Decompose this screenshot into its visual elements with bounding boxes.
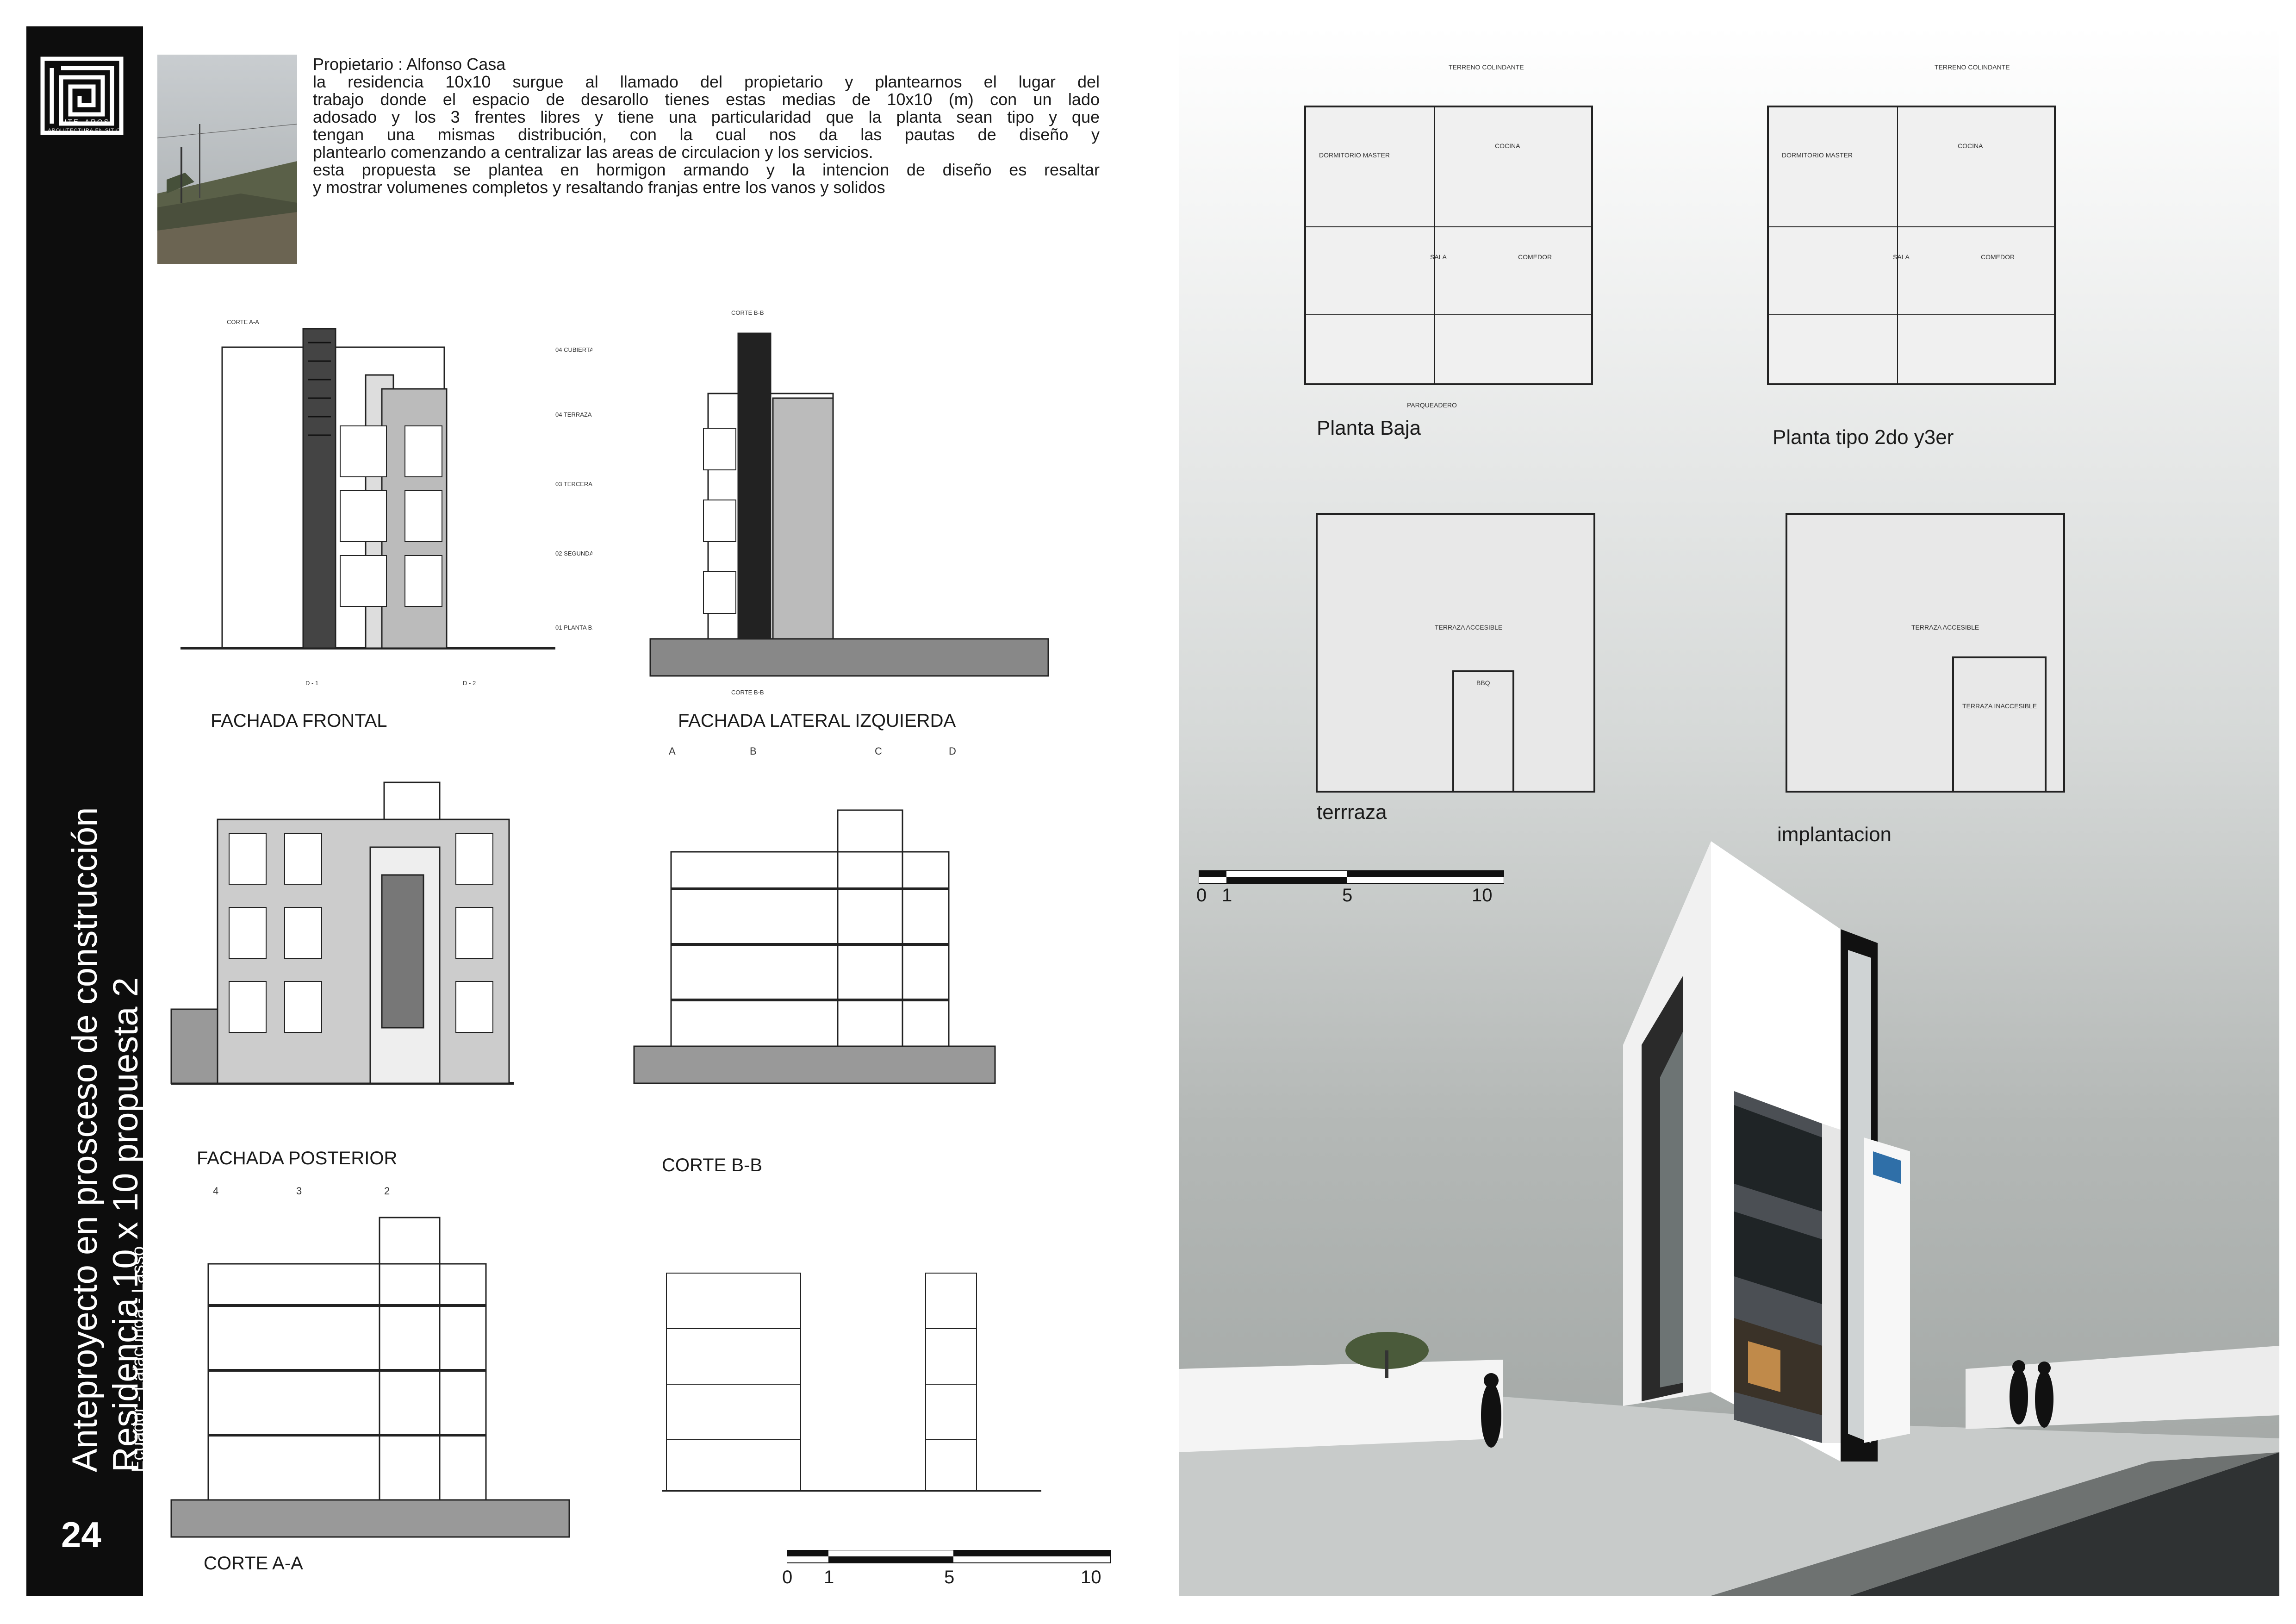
room-sala: SALA bbox=[1893, 253, 1910, 261]
fachada-lateral-label: FACHADA LATERAL IZQUIERDA bbox=[678, 711, 956, 731]
planta-tipo-drawing: TERRENO COLINDANTE DORMITORIO MASTER COC… bbox=[1767, 63, 2056, 385]
fachada-frontal-drawing: 04 CUBIERTA 04 TERRAZA 03 TERCERA PLANTA… bbox=[180, 319, 592, 687]
terraza-inaccesible: TERRAZA INACCESIBLE bbox=[1962, 702, 2037, 710]
implantacion-drawing: TERRAZA ACCESIBLE TERRAZA INACCESIBLE bbox=[1786, 513, 2065, 793]
level-segunda: 02 SEGUNDA PLANTA bbox=[555, 550, 592, 557]
scale-bar-right bbox=[1199, 870, 1504, 884]
scale-right-1: 1 bbox=[1222, 885, 1232, 906]
planta-baja-drawing: TERRENO COLINDANTE DORMITORIO MASTER COC… bbox=[1304, 63, 1593, 409]
logo-subtitle: ARQUITECTURA EN SITIO bbox=[48, 128, 121, 133]
logo-text: SITE_ARQS bbox=[58, 118, 110, 126]
level-terraza: 04 TERRAZA bbox=[555, 411, 592, 418]
planta-baja-label: Planta Baja bbox=[1317, 417, 1421, 439]
description-line: plantearlo comenzando a centralizar las … bbox=[313, 143, 873, 162]
room-comedor: COMEDOR bbox=[1981, 253, 2015, 261]
room-sala: SALA bbox=[1430, 253, 1447, 261]
site-arqs-logo bbox=[40, 56, 124, 135]
axis-3: 3 bbox=[296, 1185, 302, 1197]
room-dormitorio: DORMITORIO MASTER bbox=[1782, 151, 1853, 159]
corte-mark: CORTE B-B bbox=[731, 689, 764, 696]
room-comedor: COMEDOR bbox=[1518, 253, 1552, 261]
scale-left-10: 10 bbox=[1081, 1567, 1101, 1587]
terraza-accesible: TERRAZA ACCESIBLE bbox=[1911, 624, 1979, 631]
terraza-drawing: TERRAZA ACCESIBLE BBQ bbox=[1316, 513, 1595, 793]
description-line: esta propuesta se plantea en hormigon ar… bbox=[313, 160, 1100, 179]
fachada-posterior-drawing bbox=[170, 781, 514, 1085]
owner-line: Propietario : Alfonso Casa bbox=[313, 55, 506, 74]
project-description: Propietario : Alfonso Casa la residencia… bbox=[313, 56, 1100, 196]
scale-right-10: 10 bbox=[1472, 885, 1493, 906]
level-cubierta: 04 CUBIERTA bbox=[555, 346, 592, 353]
corte-aa-drawing: 4 3 2 bbox=[170, 1185, 570, 1538]
description-line: adosado y los 3 frentes libres y tiene u… bbox=[313, 107, 1100, 126]
bbq: BBQ bbox=[1476, 679, 1490, 687]
axis-b: B bbox=[750, 745, 757, 757]
terreno-colindante: TERRENO COLINDANTE bbox=[1449, 63, 1524, 71]
level-baja: 01 PLANTA BAJA bbox=[555, 624, 592, 631]
description-line: la residencia 10x10 surgue al llamado de… bbox=[313, 72, 1100, 91]
axis-a: A bbox=[669, 745, 676, 757]
terraza-accesible: TERRAZA ACCESIBLE bbox=[1435, 624, 1502, 631]
axis-d: D bbox=[949, 745, 956, 757]
room-cocina: COCINA bbox=[1495, 142, 1520, 150]
description-line: y mostrar volumenes completos y resaltan… bbox=[313, 178, 885, 197]
sidebar-title-line1: Anteproyecto en prosceso de construcción bbox=[65, 807, 105, 1472]
terraza-label: terrraza bbox=[1317, 801, 1387, 824]
scale-left-5: 5 bbox=[944, 1567, 955, 1587]
page-number: 24 bbox=[61, 1514, 101, 1555]
axis-c: C bbox=[875, 745, 882, 757]
sidebar-location: Ecuador - Latacunga - Lasso bbox=[129, 1246, 148, 1472]
site-photo bbox=[157, 55, 297, 264]
corte-bb-drawing: A B C D bbox=[633, 745, 996, 1084]
corte-mark: CORTE A-A bbox=[227, 319, 259, 325]
corte-bb-label: CORTE B-B bbox=[662, 1155, 763, 1175]
room-dormitorio: DORMITORIO MASTER bbox=[1319, 151, 1390, 159]
scale-left-1: 1 bbox=[824, 1567, 834, 1587]
level-tercera: 03 TERCERA PLANTA bbox=[555, 481, 592, 487]
room-cocina: COCINA bbox=[1958, 142, 1983, 150]
fachada-lateral-drawing: CORTE B-B CORTE B-B bbox=[649, 309, 1049, 696]
terreno-colindante: TERRENO COLINDANTE bbox=[1935, 63, 2010, 71]
axis-2: 2 bbox=[384, 1185, 390, 1197]
scale-right-5: 5 bbox=[1342, 885, 1353, 906]
scale-bar-left bbox=[787, 1550, 1111, 1563]
sidebar-band bbox=[26, 26, 143, 1596]
corte-aa-label: CORTE A-A bbox=[204, 1553, 303, 1574]
planta-tipo-label: Planta tipo 2do y3er bbox=[1773, 426, 1954, 449]
description-line: trabajo donde el espacio de desarollo ti… bbox=[313, 90, 1100, 109]
fachada-frontal-label: FACHADA FRONTAL bbox=[211, 711, 387, 731]
implantacion-label: implantacion bbox=[1777, 823, 1892, 846]
corte-mark: CORTE B-B bbox=[731, 309, 764, 316]
d1-mark: D - 1 bbox=[305, 680, 318, 687]
axis-4: 4 bbox=[213, 1185, 218, 1197]
scale-left-0: 0 bbox=[782, 1567, 793, 1587]
detail-sections-drawing bbox=[662, 1273, 1041, 1492]
parqueadero: PARQUEADERO bbox=[1407, 401, 1457, 409]
description-line: tengan una mismas distribución, con la c… bbox=[313, 125, 1100, 144]
fachada-posterior-label: FACHADA POSTERIOR bbox=[197, 1148, 398, 1168]
scale-right-0: 0 bbox=[1196, 885, 1207, 906]
d2-mark: D - 2 bbox=[463, 680, 476, 687]
